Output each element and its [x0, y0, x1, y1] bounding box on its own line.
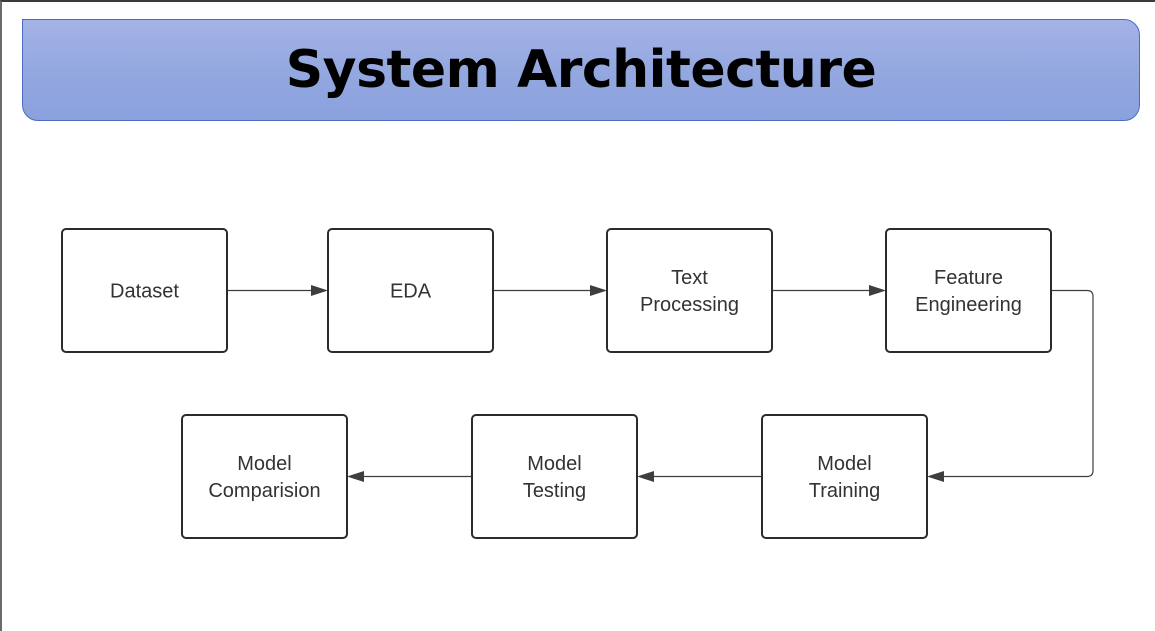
node-box [606, 228, 773, 353]
node-label: Model [527, 453, 581, 475]
node-box [61, 228, 228, 353]
node-box [327, 228, 494, 353]
arrowhead-model-comparision [347, 471, 364, 482]
arrowhead-model-testing [637, 471, 654, 482]
node-label: Model [237, 453, 291, 475]
page-title: System Architecture [285, 40, 877, 100]
arrowhead-model-training [927, 471, 944, 482]
node-box [885, 228, 1052, 353]
node-label: EDA [390, 281, 432, 303]
node-label: Testing [523, 480, 586, 502]
node-eda[interactable]: EDA [327, 228, 494, 353]
node-label: Feature [934, 267, 1003, 289]
arrowhead-eda [311, 285, 328, 296]
node-label: Engineering [915, 294, 1022, 316]
node-label: Processing [640, 294, 739, 316]
node-label: Comparision [208, 480, 320, 502]
arrowhead-feature-engineering [869, 285, 886, 296]
node-box [471, 414, 638, 539]
edge-feature-engineering-to-model-training [943, 289, 1094, 478]
node-label: Model [817, 453, 871, 475]
arrowhead-text-processing [590, 285, 607, 296]
node-label: Training [809, 480, 881, 502]
title-banner: System Architecture [22, 19, 1140, 121]
node-box [761, 414, 928, 539]
node-box [181, 414, 348, 539]
node-label: Text [671, 267, 708, 289]
node-dataset[interactable]: Dataset [61, 228, 228, 353]
node-label: Dataset [110, 281, 179, 303]
